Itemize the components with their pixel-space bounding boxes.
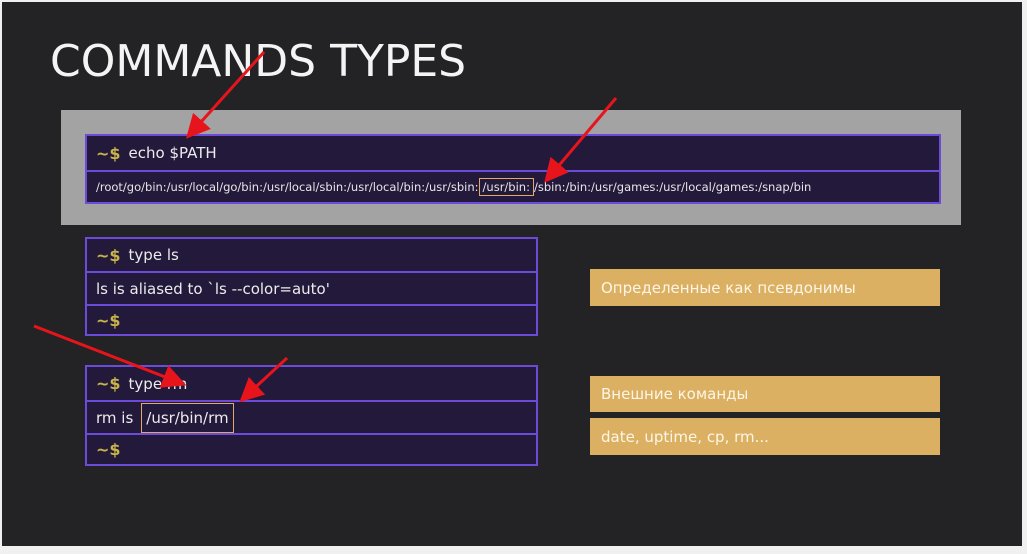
terminal-output-row: /root/go/bin:/usr/local/go/bin:/usr/loca… xyxy=(87,170,939,202)
prompt-symbol: ~$ xyxy=(96,245,121,265)
echo-path-terminal: ~$ echo $PATH /root/go/bin:/usr/local/go… xyxy=(85,134,941,204)
type-ls-command: type ls xyxy=(128,246,179,264)
examples-note: date, uptime, cp, rm... xyxy=(590,418,940,455)
prompt-symbol: ~$ xyxy=(96,440,121,459)
terminal-output-row: ls is aliased to `ls --color=auto' xyxy=(87,271,536,304)
type-rm-output-path: /usr/bin/rm xyxy=(141,402,234,433)
echo-command: echo $PATH xyxy=(128,144,217,162)
terminal-command-row: ~$ type ls xyxy=(87,239,536,271)
path-output-before: /root/go/bin:/usr/local/go/bin:/usr/loca… xyxy=(96,180,479,194)
terminal-command-row: ~$ echo $PATH xyxy=(87,136,939,170)
path-output-after: /sbin:/bin:/usr/games:/usr/local/games:/… xyxy=(533,180,812,194)
prompt-symbol: ~$ xyxy=(96,374,121,393)
alias-note: Определенные как псевдонимы xyxy=(590,269,940,306)
type-ls-terminal: ~$ type ls ls is aliased to `ls --color=… xyxy=(85,237,538,336)
prompt-symbol: ~$ xyxy=(96,310,121,330)
path-output-highlight: /usr/bin: xyxy=(478,178,534,196)
terminal-prompt-row: ~$ xyxy=(87,304,536,334)
slide-title: COMMANDS TYPES xyxy=(50,36,467,87)
terminal-prompt-row: ~$ xyxy=(87,433,536,464)
type-rm-command: type rm xyxy=(128,374,188,393)
external-commands-note: Внешние команды xyxy=(590,376,940,412)
terminal-output-row: rm is /usr/bin/rm xyxy=(87,400,536,433)
type-ls-output: ls is aliased to `ls --color=auto' xyxy=(96,279,330,298)
type-rm-terminal: ~$ type rm rm is /usr/bin/rm ~$ xyxy=(85,365,538,466)
prompt-symbol: ~$ xyxy=(96,143,121,163)
terminal-command-row: ~$ type rm xyxy=(87,367,536,400)
type-rm-output-prefix: rm is xyxy=(96,408,134,427)
